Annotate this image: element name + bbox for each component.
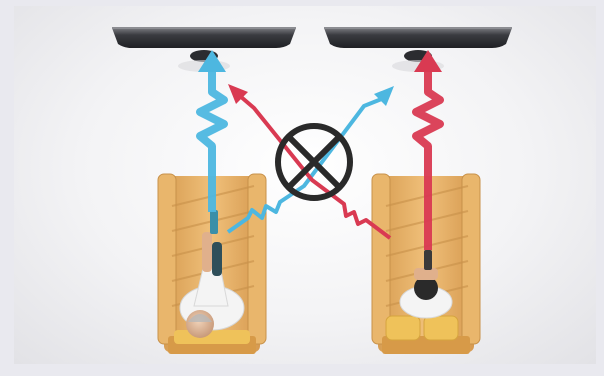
crossed-circle-icon: [278, 126, 350, 198]
illustration-panel: [14, 6, 596, 364]
remote-control-icon: [424, 250, 432, 270]
infrared-interference-diagram: [14, 6, 596, 364]
tv-right: [324, 28, 512, 72]
remote-control-icon: [210, 210, 218, 234]
